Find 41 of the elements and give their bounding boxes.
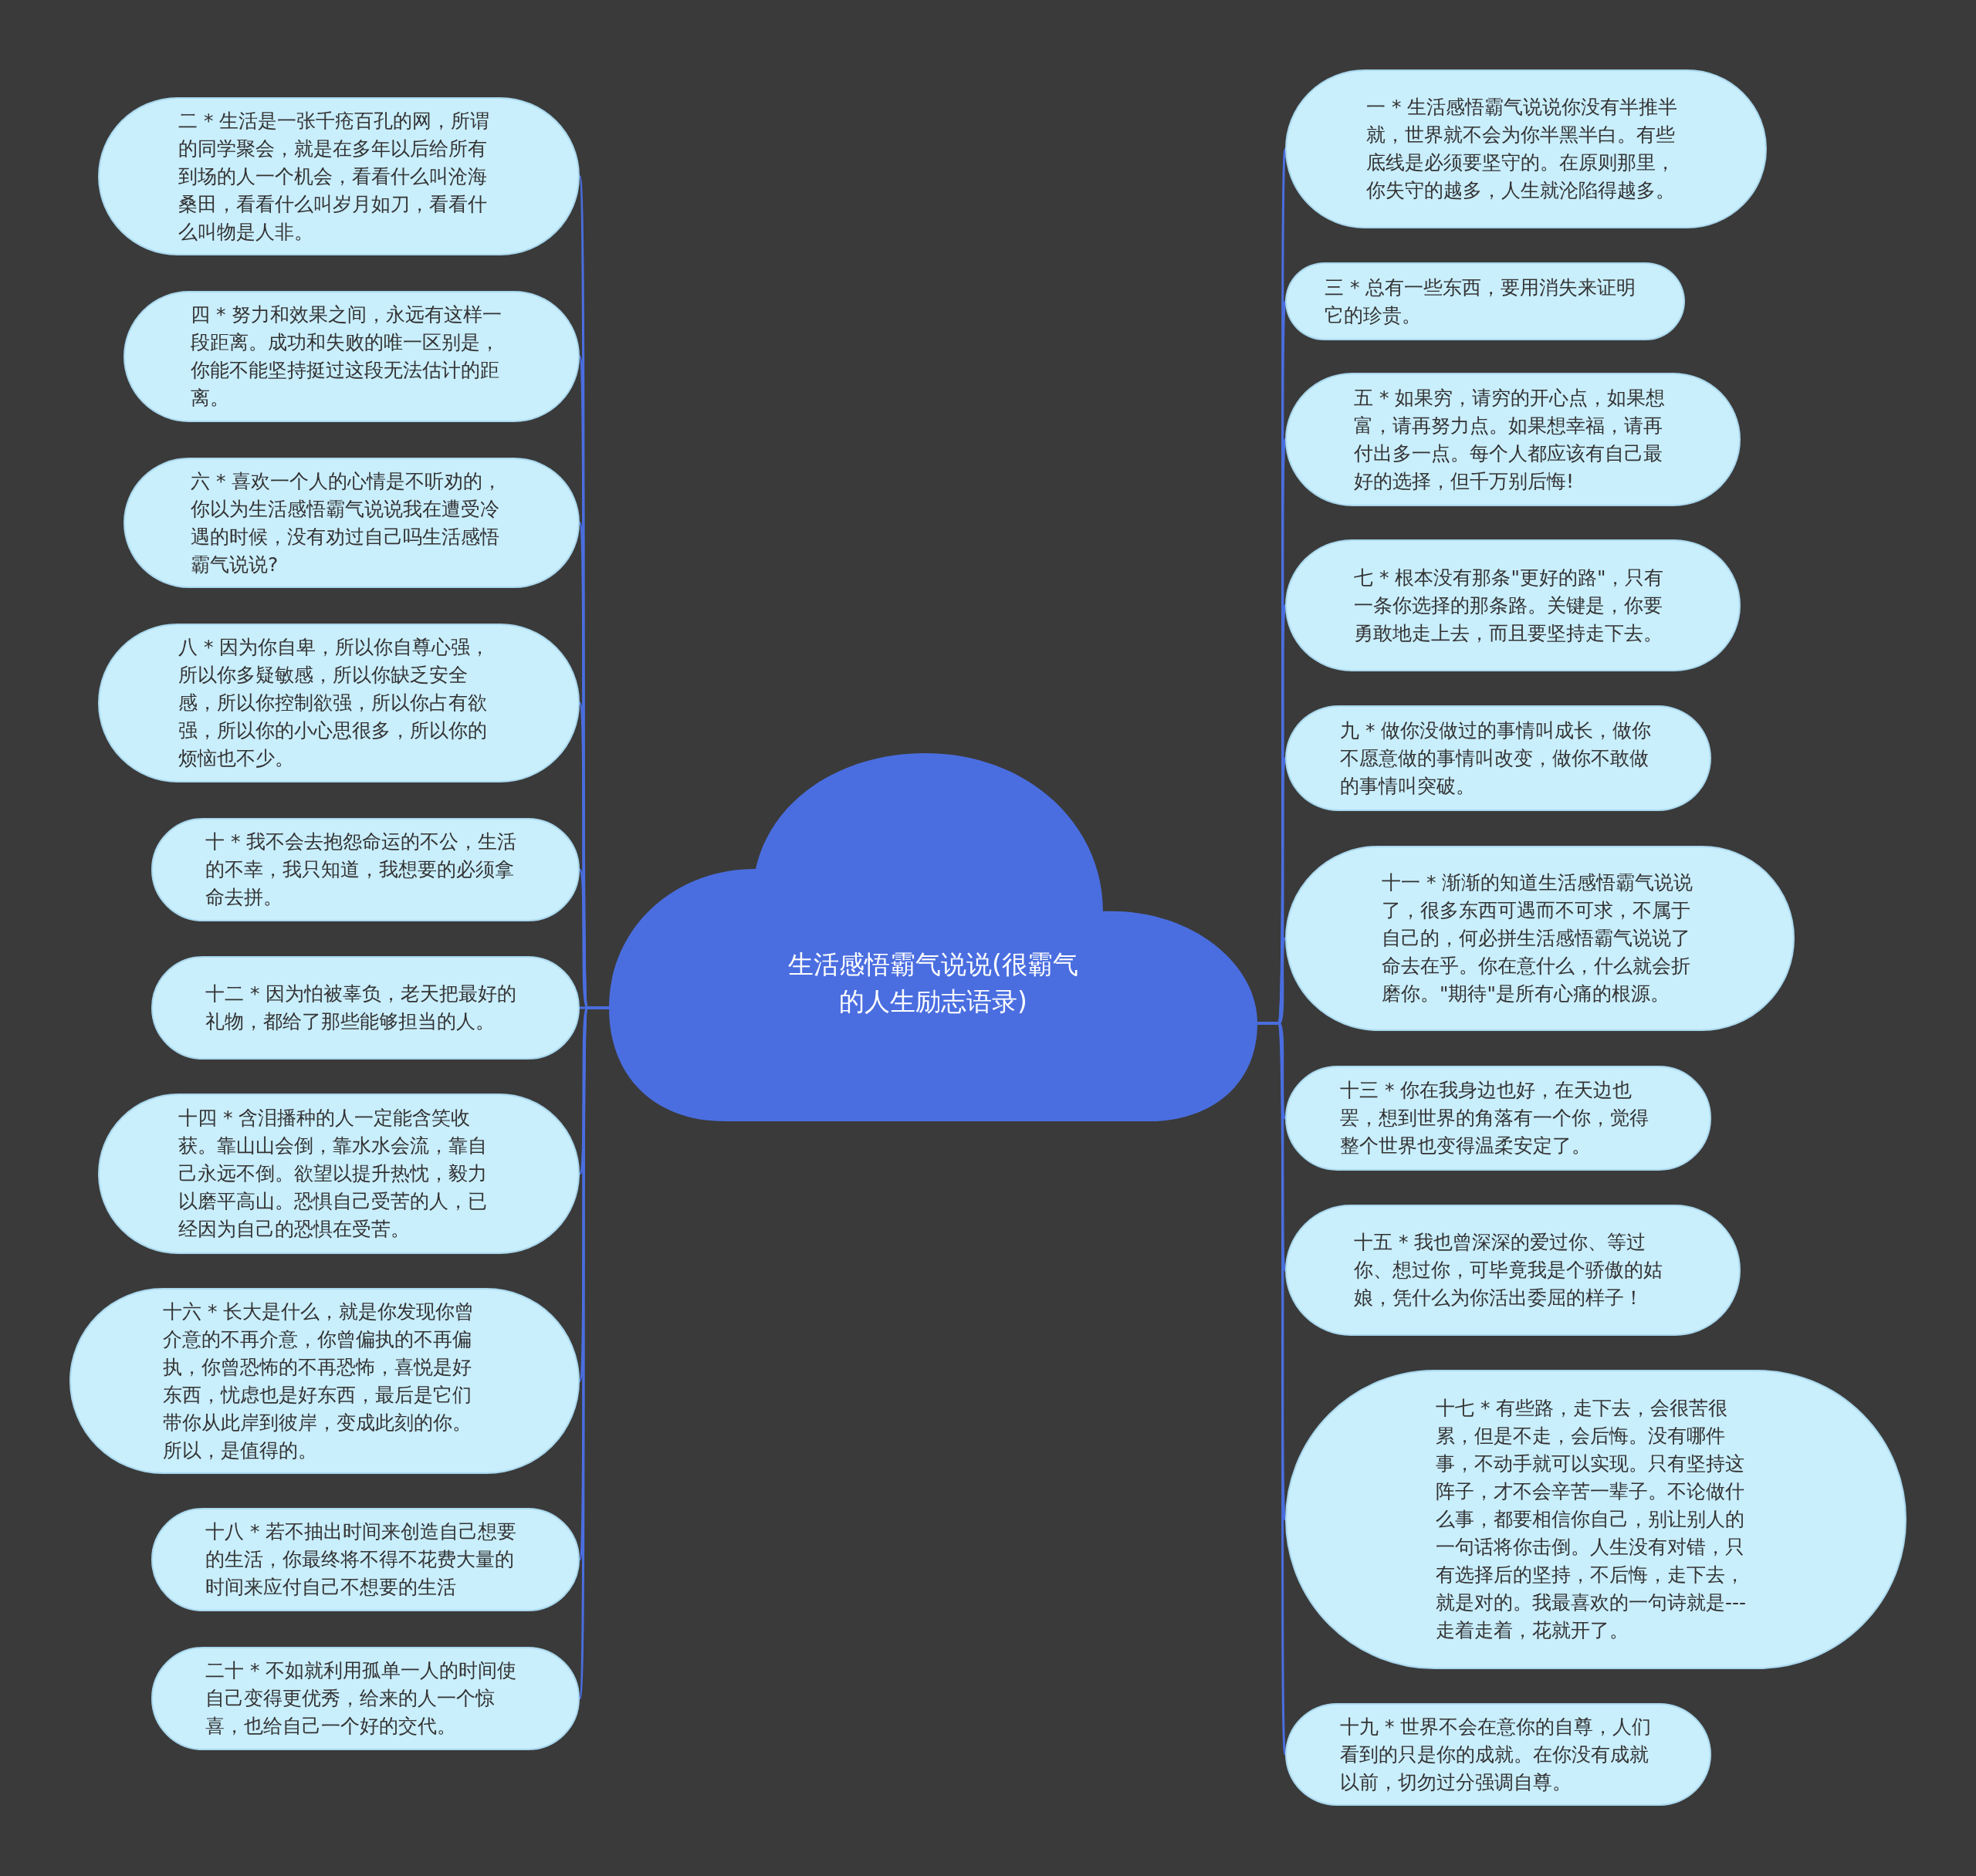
quote-bubble <box>1285 539 1741 671</box>
quote-text: 十 * 我不会去抱怨命运的不公，生活的不幸，我只知道，我想要的必须拿命去拼。 <box>205 830 517 910</box>
quote-text: 十二 * 因为怕被辜负，老天把最好的礼物，都给了那些能够担当的人。 <box>205 982 517 1034</box>
quote-text: 九 * 做你没做过的事情叫成长，做你不愿意做的事情叫改变，做你不敢做的事情叫突破。 <box>1340 718 1652 799</box>
quote-bubble <box>98 624 580 783</box>
quote-text: 四 * 努力和效果之间，永远有这样一段距离。成功和失败的唯一区别是，你能不能坚持挺过这段无法估计的距离。 <box>191 303 502 411</box>
quote-bubble <box>98 1093 580 1254</box>
quote-bubble <box>1285 69 1767 228</box>
quote-text: 一 * 生活感悟霸气说说你没有半推半就，世界就不会为你半黑半白。有些底线是必须要坚守的。在原则那里，你失守的越多，人生就沦陷得越多。 <box>1366 95 1678 203</box>
quote-text: 十九 * 世界不会在意你的自尊，人们看到的只是你的成就。在你没有成就以前，切勿过分强调自尊。 <box>1340 1714 1652 1795</box>
quote-bubble <box>124 291 580 422</box>
quote-bubble <box>1285 262 1685 340</box>
quote-bubble <box>1285 705 1711 811</box>
quote-bubble <box>1285 846 1795 1031</box>
quote-bubble <box>124 458 580 588</box>
quote-bubble <box>1285 1703 1711 1806</box>
quote-text: 五 * 如果穷，请穷的开心点，如果想富，请再努力点。如果想幸福，请再付出多一点。每个人都应该有自己最好的选择，但千万别后悔! <box>1354 385 1666 494</box>
quote-text: 八 * 因为你自卑，所以你自尊心强，所以你多疑敏感，所以你缺乏安全感，所以你控制欲强，所以你占有欲强，所以你的小心思很多，所以你的烦恼也不少。 <box>178 635 490 771</box>
quote-text: 十四 * 含泪播种的人一定能含笑收获。靠山山会倒，靠水水会流，靠自己永远不倒。欲望以提升热忱，毅力以磨平高山。恐惧自己受苦的人，已经因为自己的恐惧在受苦。 <box>178 1106 488 1242</box>
quote-bubble <box>151 1508 580 1611</box>
quote-text: 十八 * 若不抽出时间来创造自己想要的生活，你最终将不得不花费大量的时间来应付自己不想要的生活 <box>205 1519 517 1600</box>
quote-text: 十三 * 你在我身边也好，在天边也罢，想到世界的角落有一个你，觉得整个世界也变得温柔安定了。 <box>1340 1078 1649 1158</box>
quote-text: 七 * 根本没有那条"更好的路"，只有一条你选择的那条路。关键是，你要勇敢地走上去，而且要坚持走下去。 <box>1354 565 1665 646</box>
quote-text: 三 * 总有一些东西，要用消失来证明它的珍贵。 <box>1325 275 1636 328</box>
quote-text: 六 * 喜欢一个人的心情是不听劝的，你以为生活感悟霸气说说我在遭受冷遇的时候，没有劝过自己吗生活感悟霸气说说? <box>191 468 502 577</box>
quote-bubble <box>69 1288 580 1474</box>
quote-bubble <box>98 97 580 255</box>
quote-text: 十五 * 我也曾深深的爱过你、等过你、想过你，可毕竟我是个骄傲的姑娘，凭什么为你活出委屈的样子！ <box>1354 1230 1663 1310</box>
quote-bubble <box>151 818 580 921</box>
quote-text: 十六 * 长大是什么，就是你发现你曾介意的不再介意，你曾偏执的不再偏执，你曾恐怖的不再恐怖，喜悦是好东西，忧虑也是好东西，最后是它们带你从此岸到彼岸，变成此刻的你。所以，是值得的。 <box>163 1299 475 1463</box>
quote-text: 十一 * 渐渐的知道生活感悟霸气说说了，很多东西可遇而不可求，不属于自己的，何必拼生活感悟霸气说说了命去在乎。你在意什么，什么就会折磨你。"期待"是所有心痛的根源。 <box>1382 870 1693 1006</box>
quote-bubble <box>1285 1370 1907 1669</box>
quote-bubble <box>1285 1066 1711 1171</box>
quote-text: 二 * 生活是一张千疮百孔的网，所谓的同学聚会，就是在多年以后给所有到场的人一个机会，看看什么叫沧海桑田，看看什么叫岁月如刀，看看什么叫物是人非。 <box>178 108 490 245</box>
quote-bubble <box>1285 373 1741 506</box>
topic-title: 生活感悟霸气说说(很霸气的人生励志语录) <box>787 948 1079 1018</box>
quote-text: 十七 * 有些路，走下去，会很苦很累，但是不走，会后悔。没有哪件事，不动手就可以实现。只有坚持这阵子，才不会辛苦一辈子。不论做什么事，都要相信你自己，别让别人的一句话将你击倒。人生没有对错，只有选择后的坚持，不后悔，走下去，就是对的。我最喜欢的一句诗就是---走着走着，花就开了。 <box>1436 1396 1748 1643</box>
quote-bubble <box>151 956 580 1060</box>
quote-bubble <box>1285 1205 1741 1336</box>
quote-text: 二十 * 不如就利用孤单一人的时间使自己变得更优秀，给来的人一个惊喜，也给自己一个好的交代。 <box>205 1658 517 1739</box>
quote-bubble <box>151 1647 580 1750</box>
